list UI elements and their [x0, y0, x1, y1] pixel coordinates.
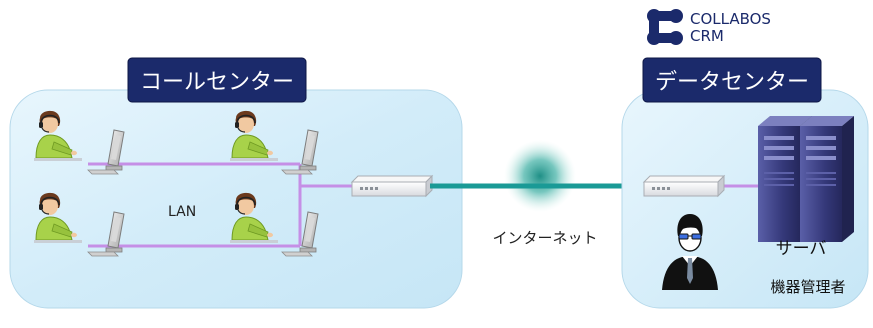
logo-line-2: CRM [690, 27, 724, 45]
server-2 [800, 116, 854, 242]
data-center-title: データセンター [655, 70, 809, 95]
call-center-title: コールセンター [140, 70, 294, 95]
admin-person-icon [662, 214, 718, 290]
collabos-logo: COLLABOS CRM [647, 9, 771, 45]
lan-label: LAN [168, 204, 196, 220]
admin-person [662, 214, 718, 290]
collabos-logo-icon [647, 9, 683, 45]
internet-label: インターネット [492, 229, 597, 247]
call-center-router [351, 175, 433, 197]
router-icon [643, 175, 725, 197]
call-center-title-badge: コールセンター [127, 57, 307, 103]
data-center-title-badge: データセンター [642, 57, 822, 103]
lan-lines [88, 162, 352, 248]
server-label: サーバ [776, 239, 827, 259]
server-tower-icon [800, 116, 854, 242]
internet-cloud [504, 140, 576, 212]
data-center-router [643, 175, 725, 197]
router-icon [351, 175, 433, 197]
logo-line-1: COLLABOS [690, 10, 771, 28]
admin-label: 機器管理者 [770, 278, 845, 296]
